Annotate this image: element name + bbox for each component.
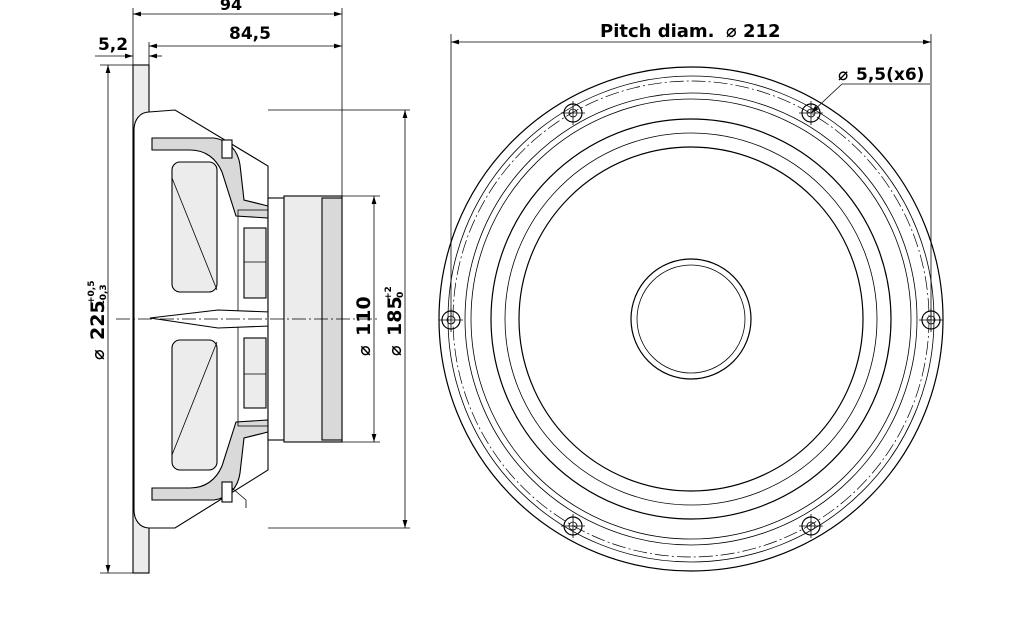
cone-window-upper xyxy=(171,161,218,293)
tol-basket-upper: +2 xyxy=(384,286,394,300)
pitch-circle xyxy=(452,80,930,558)
dim-mounting-hole: 5,5(x6) xyxy=(856,65,924,85)
tol-outer-upper: +0,5 xyxy=(87,281,97,304)
mounting-hole xyxy=(561,514,585,538)
cone-edge xyxy=(518,146,864,492)
front-dimensions: Pitch diam. ⌀ 212 ⌀ 5,5(x6) xyxy=(450,21,932,320)
side-dimensions: 94 84,5 5,2 ⌀ 225 +0,5 -0,3 ⌀ 110 ⌀ xyxy=(87,0,410,574)
mounting-hole xyxy=(799,514,823,538)
side-view xyxy=(116,64,380,574)
front-view xyxy=(438,66,944,572)
dim-outer-diameter: 225 xyxy=(87,300,109,340)
surround-outer xyxy=(490,118,892,520)
diameter-symbol-hole: ⌀ xyxy=(838,65,848,85)
dim-body-depth: 84,5 xyxy=(229,24,271,44)
diameter-symbol-225: ⌀ xyxy=(88,349,109,360)
dust-cap-inner xyxy=(636,264,746,374)
dim-magnet-diameter: 110 xyxy=(353,296,375,336)
outer-flange-ring xyxy=(438,66,944,572)
dim-flange-thickness: 5,2 xyxy=(98,35,128,55)
terminal-lower xyxy=(221,481,233,503)
tol-basket-lower: 0 xyxy=(396,292,406,298)
cone-window-lower xyxy=(171,339,218,471)
pitch-diameter-label: Pitch diam. xyxy=(600,21,715,42)
diameter-symbol-110: ⌀ xyxy=(354,345,375,356)
terminal-upper xyxy=(221,139,233,159)
dim-basket-diameter: 185 xyxy=(384,296,406,336)
diameter-symbol-212: ⌀ xyxy=(726,21,737,42)
diameter-symbol-185: ⌀ xyxy=(385,345,406,356)
tol-outer-lower: -0,3 xyxy=(99,284,109,304)
dim-overall-depth: 94 xyxy=(220,0,242,14)
dust-cap-outer xyxy=(630,258,752,380)
dim-pitch-diameter: 212 xyxy=(743,21,781,42)
mounting-hole xyxy=(561,101,585,125)
